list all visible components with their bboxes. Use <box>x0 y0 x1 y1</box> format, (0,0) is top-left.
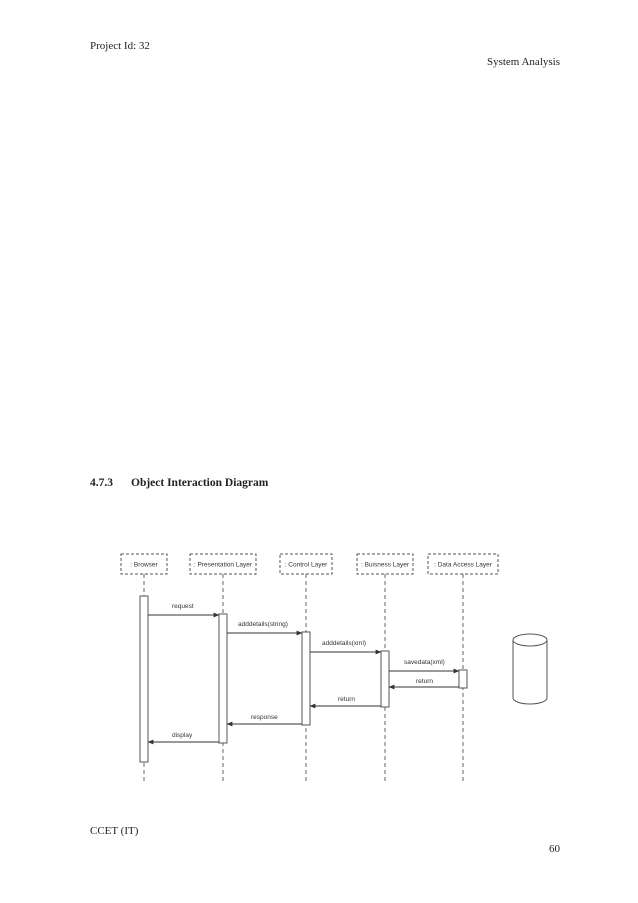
lifeline-label-dataaccess: : Data Access Layer <box>434 562 493 569</box>
activation-presentation <box>218 613 228 744</box>
message-label-response: response <box>251 714 278 721</box>
activation-browser <box>139 595 149 763</box>
activation-control <box>301 631 311 726</box>
lifeline-label-business: : Buisness Layer <box>361 562 410 569</box>
message-label-request: request <box>172 603 194 610</box>
section-title: Object Interaction Diagram <box>131 477 269 489</box>
lifeline-header-presentation: : Presentation Layer <box>189 553 257 575</box>
page-number: 60 <box>549 843 560 855</box>
footer-org: CCET (IT) <box>90 825 139 837</box>
activation-dataaccess <box>458 669 468 689</box>
activation-business <box>380 650 390 708</box>
section-number: 4.7.3 <box>90 477 113 489</box>
section-heading: 4.7.3 Object Interaction Diagram <box>90 477 268 489</box>
message-label-savedata-xml: savedata(xml) <box>404 659 445 666</box>
message-label-adddetails-xml: adddetails(xml) <box>322 640 366 647</box>
message-label-return-dataaccess: return <box>416 678 433 685</box>
header-section-title: System Analysis <box>486 56 560 68</box>
database-cylinder-icon <box>512 633 548 705</box>
lifeline-header-dataaccess: : Data Access Layer <box>427 553 499 575</box>
message-label-return-business: return <box>338 696 355 703</box>
lifeline-header-browser: : Browser <box>120 553 168 575</box>
lifeline-header-business: : Buisness Layer <box>356 553 414 575</box>
message-label-display: display <box>172 732 193 739</box>
lifeline-label-browser: : Browser <box>130 562 158 569</box>
lifeline-header-control: : Control Layer <box>279 553 333 575</box>
header-project-id: Project Id: 32 <box>90 40 150 52</box>
message-label-adddetails-string: adddetails(string) <box>238 621 288 628</box>
lifeline-label-presentation: : Presentation Layer <box>194 562 253 569</box>
lifeline-label-control: : Control Layer <box>285 562 328 569</box>
